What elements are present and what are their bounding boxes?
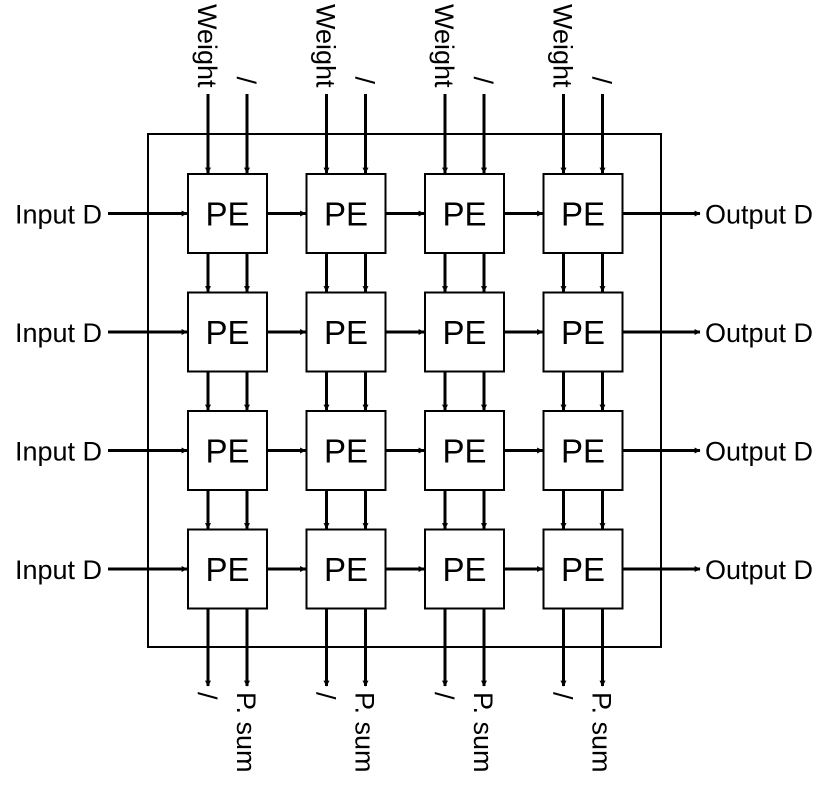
pe-label: PE xyxy=(561,196,605,233)
pe-box-r3-c2: PE xyxy=(305,410,387,491)
pe-label: PE xyxy=(561,433,605,470)
pe-box xyxy=(542,291,624,373)
pe-box xyxy=(424,291,505,373)
input-label: Input D xyxy=(15,437,102,467)
pe-box xyxy=(424,173,505,254)
pe-label: PE xyxy=(324,433,368,470)
pe-box xyxy=(542,528,624,610)
top-slash-label: / xyxy=(231,76,261,84)
pe-box xyxy=(305,410,387,491)
top-slash-label: / xyxy=(587,76,617,84)
array-boundary xyxy=(147,133,662,648)
pe-box xyxy=(305,528,387,610)
pe-box xyxy=(187,173,268,254)
pe-box-r4-c2: PE xyxy=(305,528,387,610)
pe-box-r1-c4: PE xyxy=(542,173,624,254)
pe-box xyxy=(305,173,387,254)
input-label: Input D xyxy=(15,200,102,230)
output-label: Output D xyxy=(705,437,813,467)
output-label: Output D xyxy=(705,200,813,230)
weight-label: Weight xyxy=(429,4,459,88)
pe-box-r3-c1: PE xyxy=(187,410,268,491)
pe-box-r1-c1: PE xyxy=(187,173,268,254)
pe-label: PE xyxy=(324,551,368,588)
pe-label: PE xyxy=(561,551,605,588)
pe-box xyxy=(305,291,387,373)
pe-box xyxy=(187,528,268,610)
output-label: Output D xyxy=(705,318,813,348)
pe-box-r2-c4: PE xyxy=(542,291,624,373)
pe-box-r4-c4: PE xyxy=(542,528,624,610)
weight-label: Weight xyxy=(548,4,578,88)
bottom-slash-label: / xyxy=(311,692,341,700)
bottom-slash-label: / xyxy=(548,692,578,700)
top-slash-label: / xyxy=(350,76,380,84)
pe-label: PE xyxy=(205,433,249,470)
pe-grid: PE PE PE PE PE PE PE PE PE PE PE PE PE PE PE PE xyxy=(187,173,624,610)
pe-box xyxy=(187,291,268,373)
bottom-slash-label: / xyxy=(192,692,222,700)
input-label: Input D xyxy=(15,318,102,348)
pe-label: PE xyxy=(205,196,249,233)
pe-box-r1-c2: PE xyxy=(305,173,387,254)
pe-label: PE xyxy=(205,551,249,588)
pe-box-r1-c3: PE xyxy=(424,173,505,254)
input-label: Input D xyxy=(15,555,102,585)
pe-box-r4-c1: PE xyxy=(187,528,268,610)
pe-box-r2-c3: PE xyxy=(424,291,505,373)
pe-label: PE xyxy=(442,433,486,470)
psum-label: P. sum xyxy=(350,692,380,773)
pe-box-r3-c3: PE xyxy=(424,410,505,491)
pe-box xyxy=(187,410,268,491)
io-labels: Input D Output D Input D Output D Input D Out… xyxy=(15,4,813,773)
pe-box-r3-c4: PE xyxy=(542,410,624,491)
psum-label: P. sum xyxy=(468,692,498,773)
pe-label: PE xyxy=(442,551,486,588)
pe-box xyxy=(542,173,624,254)
connection-arrows xyxy=(108,94,701,687)
pe-box xyxy=(424,528,505,610)
pe-label: PE xyxy=(561,314,605,351)
output-label: Output D xyxy=(705,555,813,585)
pe-box-r2-c2: PE xyxy=(305,291,387,373)
pe-label: PE xyxy=(205,314,249,351)
weight-label: Weight xyxy=(192,4,222,88)
pe-label: PE xyxy=(442,314,486,351)
pe-label: PE xyxy=(324,314,368,351)
pe-box-r4-c3: PE xyxy=(424,528,505,610)
pe-label: PE xyxy=(442,196,486,233)
weight-label: Weight xyxy=(311,4,341,88)
bottom-slash-label: / xyxy=(429,692,459,700)
pe-box xyxy=(424,410,505,491)
pe-box-r2-c1: PE xyxy=(187,291,268,373)
top-slash-label: / xyxy=(468,76,498,84)
psum-label: P. sum xyxy=(587,692,617,773)
pe-box xyxy=(542,410,624,491)
psum-label: P. sum xyxy=(231,692,261,773)
pe-label: PE xyxy=(324,196,368,233)
